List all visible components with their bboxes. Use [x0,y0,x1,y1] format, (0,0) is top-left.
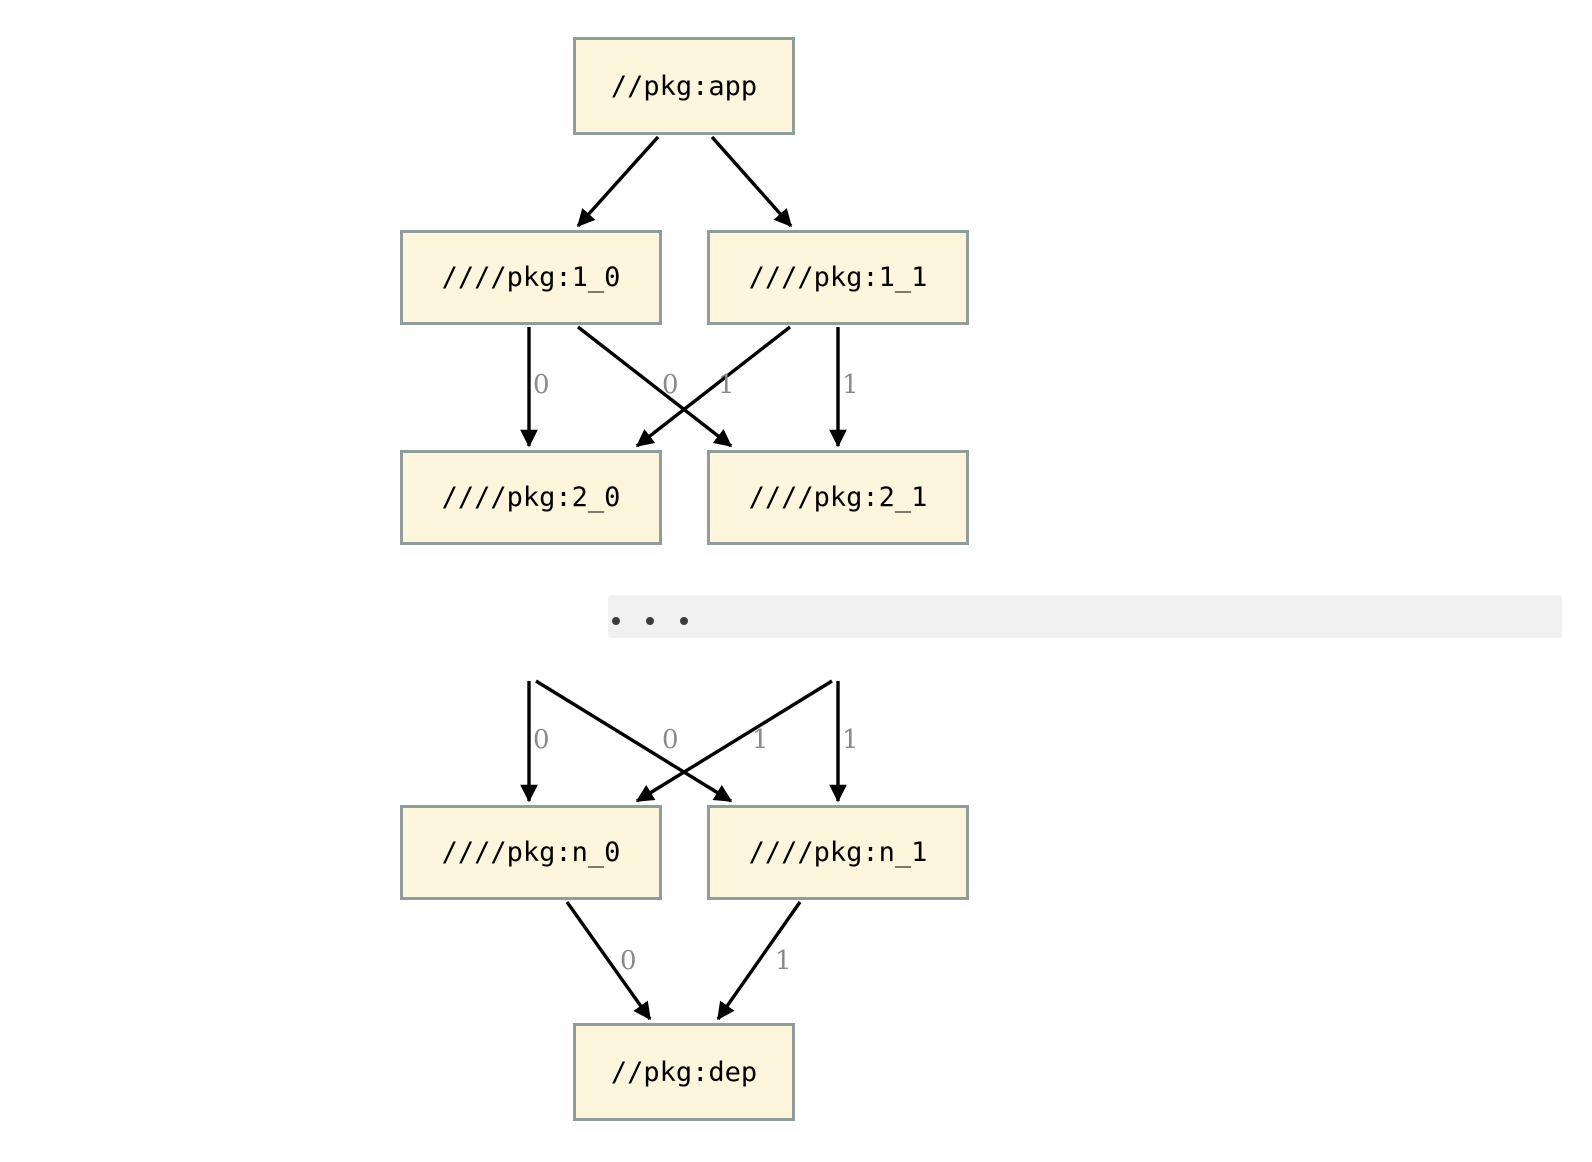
graph-edge-label: 1 [718,370,735,400]
graph-edge-label: 1 [775,946,792,976]
graph-edge-label: 0 [662,725,679,755]
ellipsis-dot [646,617,654,625]
graph-node-n2_1[interactable]: ////pkg:2_1 [707,450,969,545]
graph-node-label: ////pkg:1_0 [441,262,621,293]
graph-edge-label: 0 [533,370,550,400]
graph-edge-e-1_0-2_1 [576,325,733,448]
graph-edge-e-app-1_0 [576,135,660,228]
ellipsis-dot [680,617,688,625]
graph-node-dep[interactable]: //pkg:dep [573,1023,795,1121]
graph-edge-e-app-1_1 [710,135,793,228]
graph-edge-label: 1 [752,725,769,755]
graph-node-n1_0[interactable]: ////pkg:1_0 [400,230,662,325]
graph-node-nn_0[interactable]: ////pkg:n_0 [400,805,662,900]
graph-edge-label: 0 [533,725,550,755]
graph-edge-label: 1 [842,725,859,755]
graph-node-label: ////pkg:1_1 [748,262,928,293]
graph-edge-e-1_1-2_0 [635,325,792,448]
graph-node-app[interactable]: //pkg:app [573,37,795,135]
graph-node-label: ////pkg:2_0 [441,482,621,513]
graph-edge-label: 0 [662,370,679,400]
graph-edge-label: 0 [620,946,637,976]
graph-node-n2_0[interactable]: ////pkg:2_0 [400,450,662,545]
graph-node-label: //pkg:dep [610,1056,758,1088]
graph-node-nn_1[interactable]: ////pkg:n_1 [707,805,969,900]
graph-node-label: ////pkg:2_1 [748,482,928,513]
graph-node-label: //pkg:app [610,70,758,102]
graph-edge-e-n_0-dep [565,901,652,1021]
ellipsis-icon [612,617,688,625]
graph-node-n1_1[interactable]: ////pkg:1_1 [707,230,969,325]
graph-node-label: ////pkg:n_0 [441,837,621,868]
graph-truncation-separator [608,595,1562,638]
graph-node-label: ////pkg:n_1 [748,837,928,868]
graph-edge-label: 1 [842,370,859,400]
graph-edge-e-dangle-n_1 [535,679,733,803]
ellipsis-dot [612,617,620,625]
